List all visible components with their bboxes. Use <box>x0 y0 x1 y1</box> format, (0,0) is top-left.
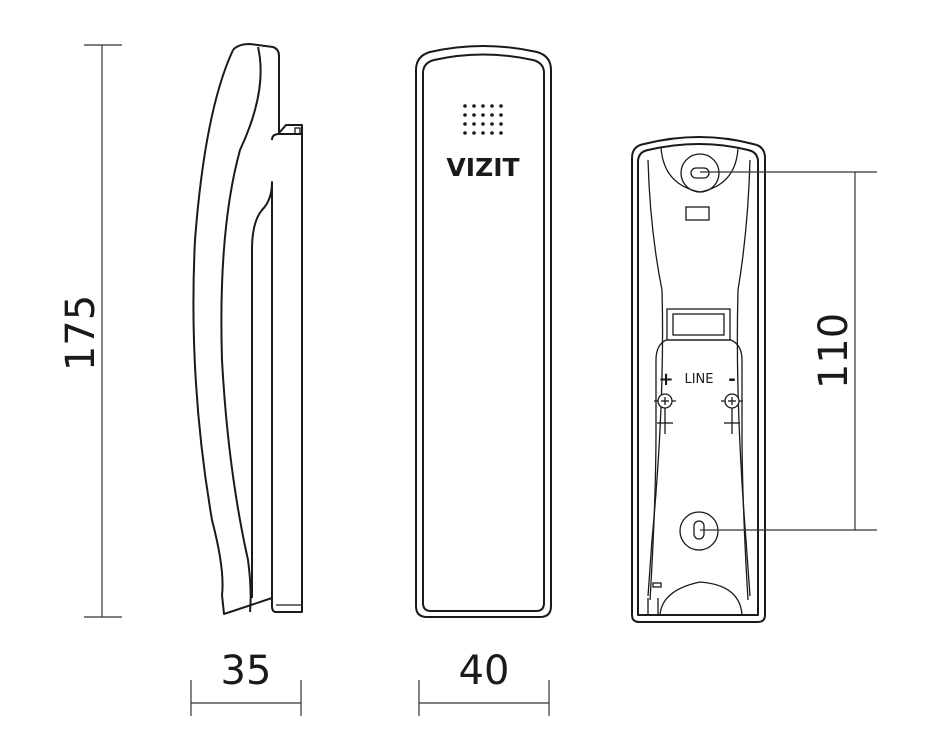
minus-terminal-sign: - <box>728 369 735 390</box>
front-view: VIZIT <box>415 45 552 618</box>
speaker-hole <box>499 131 503 135</box>
speaker-hole <box>499 122 503 126</box>
speaker-hole <box>472 131 476 135</box>
depth-dimension: 35 <box>190 648 302 716</box>
width-dimension: 40 <box>418 648 550 716</box>
speaker-hole <box>481 122 485 126</box>
plus-terminal-sign: + <box>658 369 673 390</box>
speaker-hole <box>481 131 485 135</box>
speaker-hole <box>481 104 485 108</box>
mount-spacing-dimension: 110 <box>700 171 877 531</box>
side-view <box>192 43 303 615</box>
minus-terminal-screw <box>721 393 743 434</box>
speaker-hole <box>463 122 467 126</box>
speaker-hole <box>472 113 476 117</box>
height-dimension: 175 <box>58 44 122 618</box>
height-label: 175 <box>58 295 104 371</box>
speaker-hole <box>490 104 494 108</box>
speaker-hole <box>463 131 467 135</box>
depth-label: 35 <box>221 648 272 694</box>
speaker-hole <box>499 104 503 108</box>
speaker-hole <box>499 113 503 117</box>
speaker-hole <box>490 131 494 135</box>
speaker-hole <box>490 113 494 117</box>
speaker-hole <box>490 122 494 126</box>
brand-logo: VIZIT <box>446 153 519 182</box>
speaker-hole <box>472 122 476 126</box>
speaker-grille <box>463 104 503 135</box>
plus-terminal-screw <box>654 393 676 434</box>
back-view: + LINE - <box>631 136 766 623</box>
line-terminal-label: LINE <box>684 372 713 387</box>
speaker-hole <box>481 113 485 117</box>
mount-spacing-label: 110 <box>811 313 857 389</box>
speaker-hole <box>463 104 467 108</box>
speaker-hole <box>472 104 476 108</box>
speaker-hole <box>463 113 467 117</box>
width-label: 40 <box>459 648 510 694</box>
